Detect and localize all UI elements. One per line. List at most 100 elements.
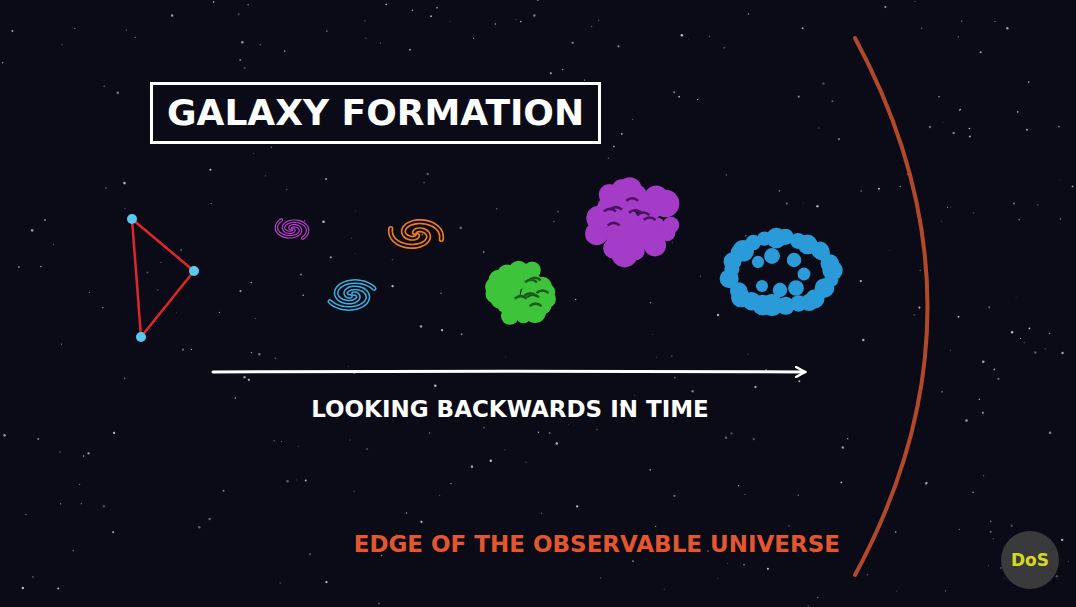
star xyxy=(838,138,840,140)
star xyxy=(124,207,126,209)
star xyxy=(79,484,80,485)
star xyxy=(354,252,356,254)
star xyxy=(146,271,148,273)
star xyxy=(520,21,522,23)
star xyxy=(270,147,271,148)
star xyxy=(87,452,89,454)
star xyxy=(688,38,690,40)
star xyxy=(434,385,436,387)
star xyxy=(380,42,381,43)
star xyxy=(1037,204,1038,205)
star xyxy=(3,434,5,436)
star xyxy=(18,266,20,268)
star xyxy=(244,67,246,69)
star xyxy=(297,445,299,447)
star xyxy=(490,459,492,461)
star xyxy=(40,266,41,267)
star xyxy=(281,441,283,443)
star xyxy=(959,529,960,530)
star xyxy=(420,325,423,328)
star xyxy=(655,526,656,527)
star xyxy=(1026,129,1028,131)
star xyxy=(483,427,485,429)
star xyxy=(1017,111,1019,113)
star xyxy=(925,482,927,484)
gas-clump xyxy=(764,248,780,264)
star xyxy=(430,15,432,17)
star xyxy=(980,51,982,53)
star xyxy=(275,357,277,359)
star xyxy=(562,69,563,70)
star xyxy=(60,503,61,504)
clump-shadow xyxy=(644,217,656,220)
star xyxy=(1018,219,1020,221)
star xyxy=(25,514,26,515)
star xyxy=(650,302,651,303)
star xyxy=(175,312,177,314)
gas-clump xyxy=(821,254,840,273)
watermark: DoS xyxy=(1011,551,1049,570)
star xyxy=(743,564,745,566)
star xyxy=(753,438,755,440)
star xyxy=(439,495,440,496)
galaxy-dot xyxy=(189,266,199,276)
title-box: GALAXY FORMATION xyxy=(150,82,601,144)
star xyxy=(997,378,999,380)
star xyxy=(302,294,304,296)
spiral-arm-core xyxy=(336,282,374,303)
edge-label: EDGE OF THE OBSERVABLE UNIVERSE xyxy=(354,532,840,557)
star xyxy=(83,455,85,457)
star xyxy=(575,299,577,301)
star xyxy=(420,521,422,523)
star xyxy=(556,442,559,445)
star xyxy=(365,38,366,39)
star xyxy=(483,251,485,253)
star xyxy=(31,229,34,232)
time-arrow xyxy=(213,370,805,374)
universe-edge-arc xyxy=(855,38,928,575)
gas-clump xyxy=(652,190,679,217)
star xyxy=(952,132,954,134)
star xyxy=(406,512,407,513)
star xyxy=(1049,432,1052,435)
star xyxy=(239,59,241,61)
badge-circle xyxy=(1001,531,1059,589)
spiral-arm xyxy=(276,220,300,237)
star xyxy=(81,503,82,504)
galaxy-dot xyxy=(136,332,146,342)
star xyxy=(113,432,115,434)
star xyxy=(671,356,672,357)
star xyxy=(1028,327,1030,329)
clump-shadow xyxy=(530,304,542,307)
star xyxy=(591,26,593,28)
star xyxy=(459,227,462,230)
star xyxy=(1000,567,1001,568)
star xyxy=(429,432,430,433)
star xyxy=(982,360,985,363)
star xyxy=(325,581,327,583)
star xyxy=(112,531,114,533)
star xyxy=(1028,81,1030,83)
star xyxy=(866,574,868,576)
star xyxy=(807,606,809,607)
star xyxy=(895,531,896,532)
star xyxy=(22,587,24,589)
star xyxy=(723,47,725,49)
star xyxy=(557,211,559,213)
star xyxy=(325,178,327,180)
star xyxy=(613,146,615,148)
star xyxy=(947,207,948,208)
star xyxy=(840,481,842,483)
axis-label: LOOKING BACKWARDS IN TIME xyxy=(311,397,709,422)
star xyxy=(568,423,570,425)
star xyxy=(219,312,220,313)
star xyxy=(1015,296,1017,298)
star xyxy=(253,153,255,155)
star xyxy=(191,349,192,350)
star xyxy=(798,96,800,98)
star xyxy=(634,394,636,396)
star xyxy=(919,270,920,271)
star xyxy=(681,34,684,37)
star xyxy=(672,242,673,243)
star xyxy=(326,30,328,32)
